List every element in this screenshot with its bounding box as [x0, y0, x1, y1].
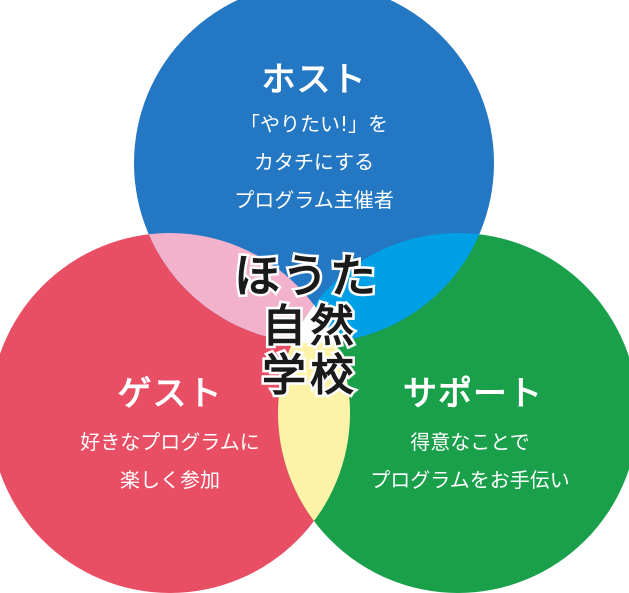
logo-row-2: 自然	[262, 301, 358, 352]
host-line-2: カタチにする	[253, 150, 375, 174]
guest-line-1: 好きなプログラムに	[80, 430, 260, 454]
guest-title: ゲスト	[117, 374, 223, 414]
host-title: ホスト	[261, 60, 367, 100]
support-title: サポート	[403, 374, 543, 414]
logo-row-3: 学校	[262, 350, 358, 401]
host-guest-overlap	[134, 233, 350, 343]
host-line-3: プログラム主催者	[234, 188, 394, 212]
logo-row-1: ほうた	[234, 249, 378, 303]
host-line-1: 「やりたい!」を	[239, 112, 389, 136]
logo: ほうた 自然 学校	[232, 247, 379, 404]
host-support-overlap	[278, 233, 494, 343]
support-line-1: 得意なことで	[410, 430, 530, 454]
guest-line-2: 楽しく参加	[120, 468, 220, 492]
support-line-2: プログラムをお手伝い	[370, 468, 570, 492]
